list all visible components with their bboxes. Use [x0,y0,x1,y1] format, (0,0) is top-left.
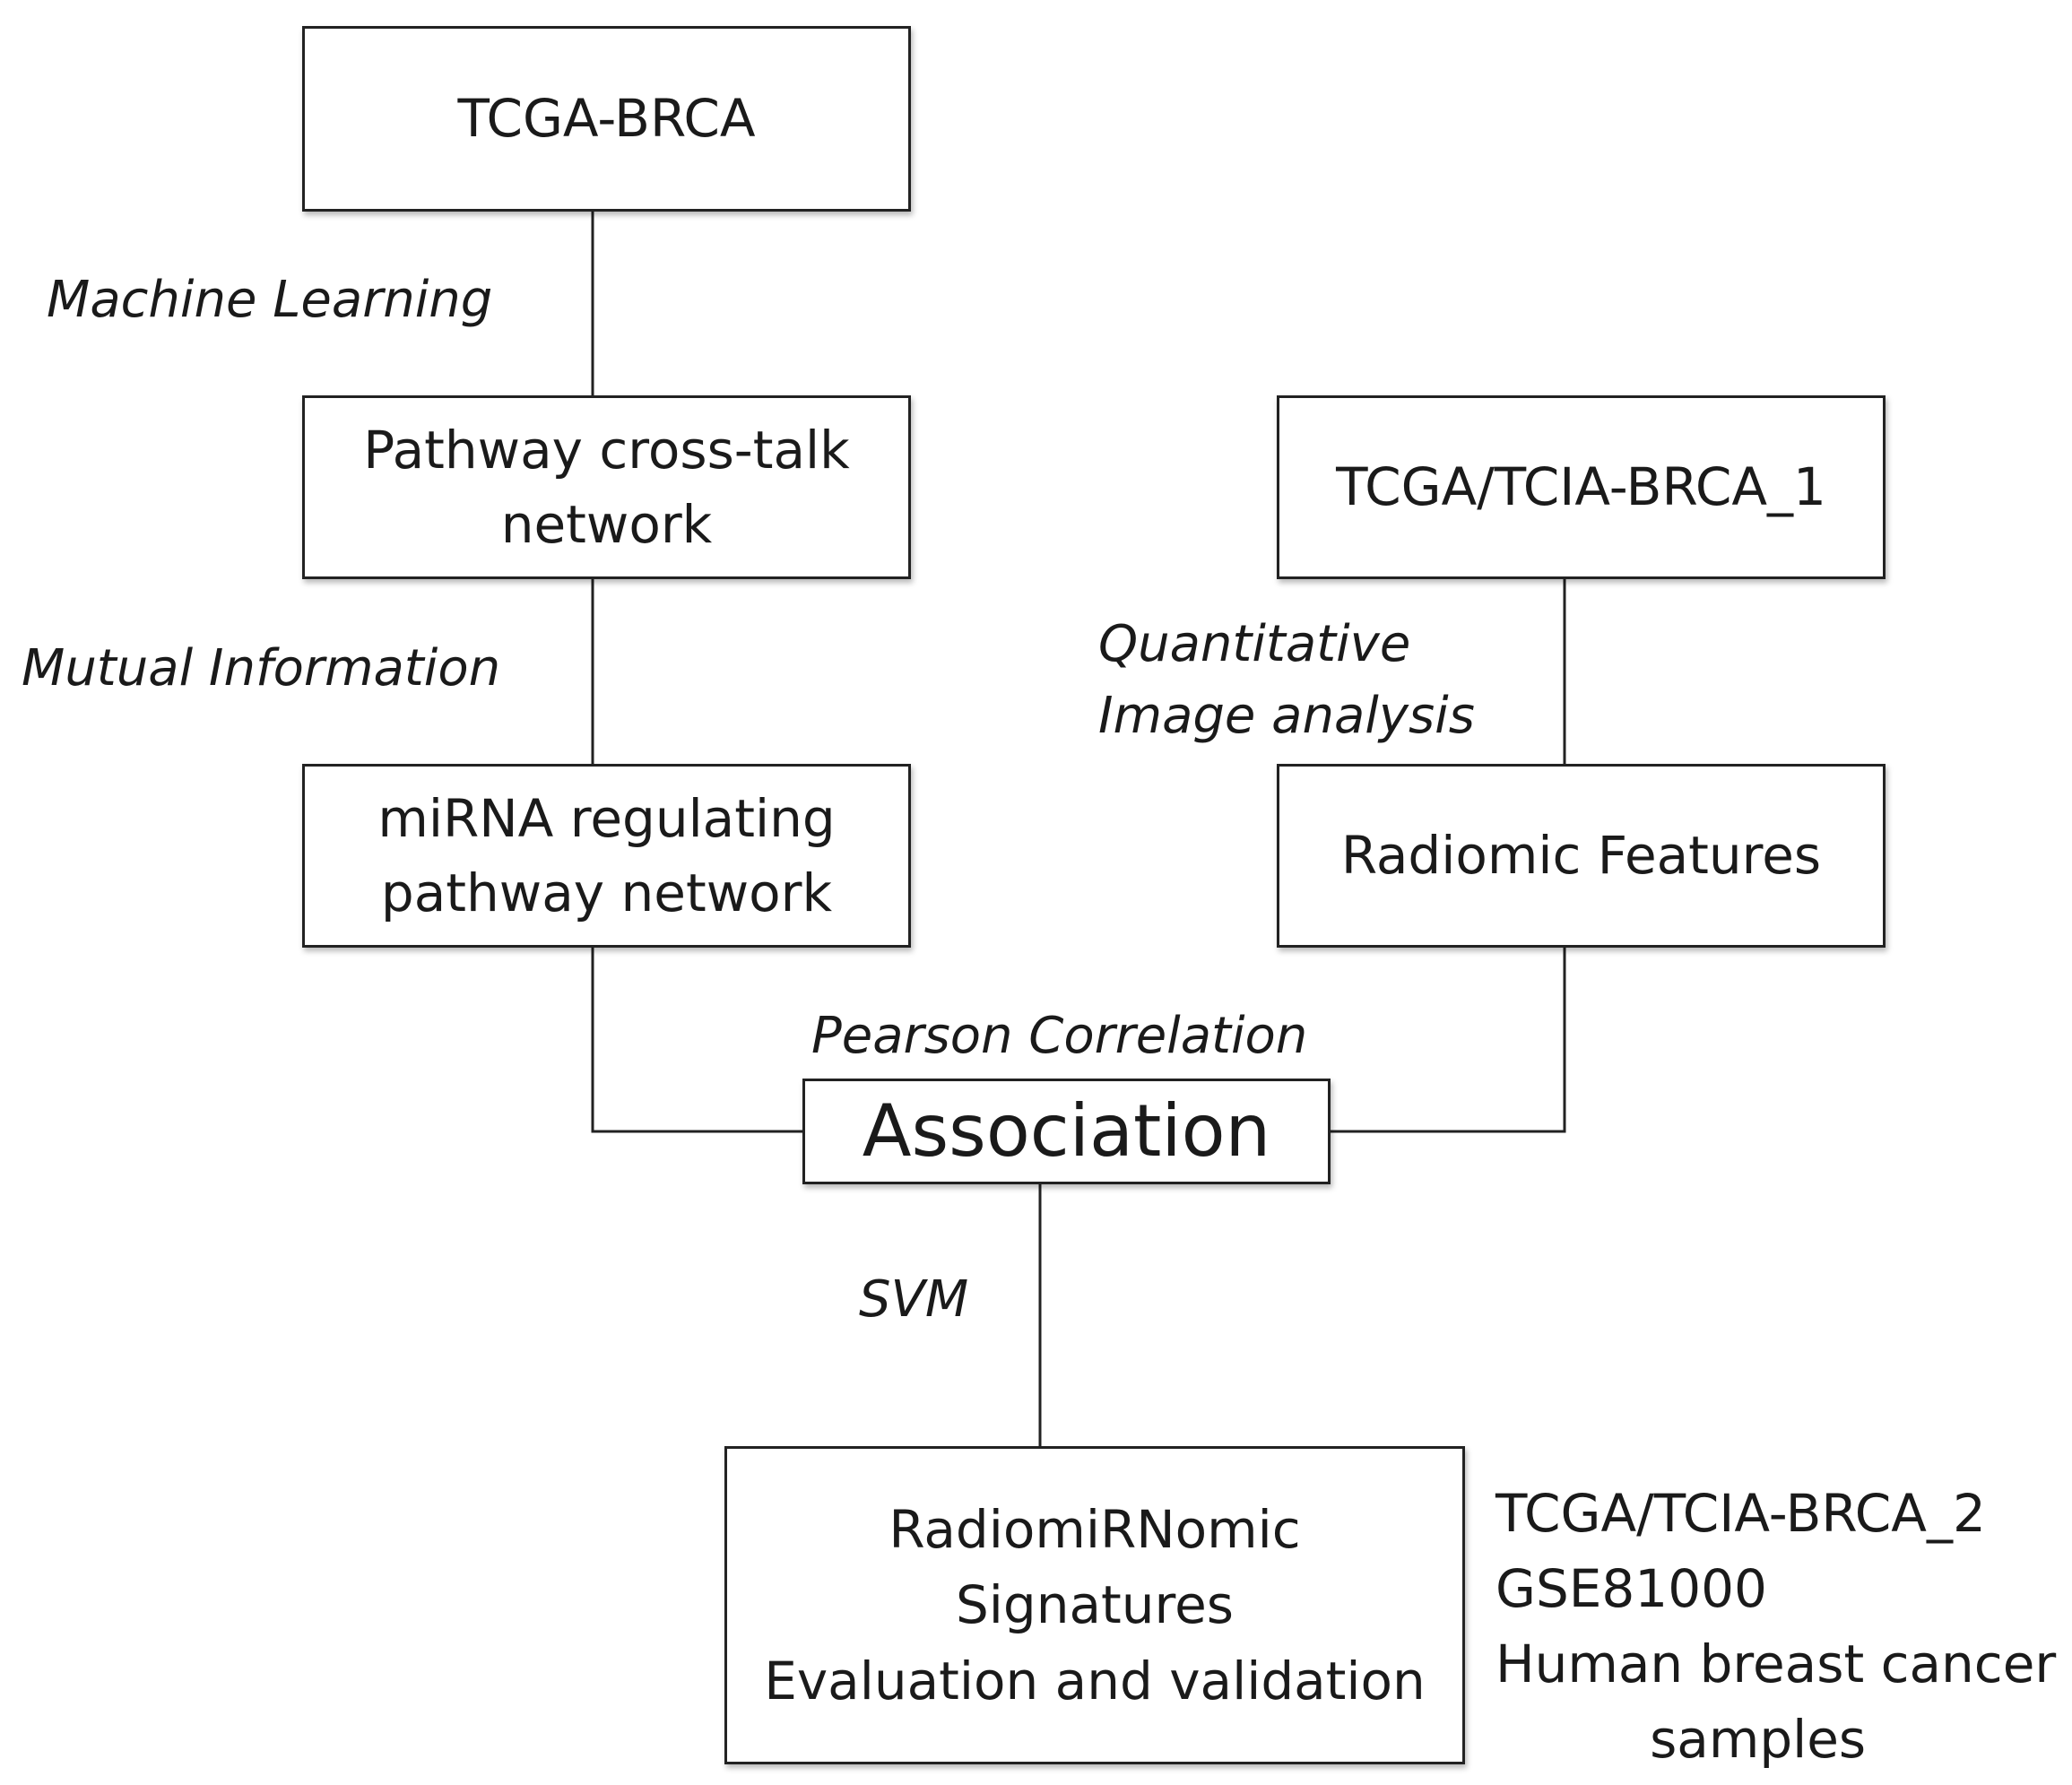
mutual-information-label: Mutual Information [22,633,500,705]
radiomirnomic-text-line-1: RadiomiRNomic [889,1499,1301,1561]
validation-dataset-line-3: Human breast cancer [1495,1633,2057,1695]
svm-text: SVM [859,1270,969,1329]
radiomirnomic-signatures-box: RadiomiRNomic Signatures Evaluation and … [724,1446,1465,1764]
pathway-crosstalk-text-line-1: Pathway cross-talk [363,420,850,481]
edge-radiomic-to-association [1331,948,1566,1133]
association-box: Association [802,1079,1331,1184]
quantitative-text-line-1: Quantitative [1098,615,1411,673]
radiomirnomic-text-line-2: Signatures [955,1574,1235,1636]
machine-learning-label: Machine Learning [47,264,492,336]
validation-dataset-line-1: TCGA/TCIA-BRCA_2 [1495,1483,1986,1544]
machine-learning-text: Machine Learning [47,271,493,329]
pathway-crosstalk-box: Pathway cross-talk network [302,395,911,579]
svm-label: SVM [859,1264,968,1336]
tcga-tcia-brca-1-text: TCGA/TCIA-BRCA_1 [1336,456,1826,518]
pearson-correlation-label: Pearson Correlation [811,1001,1307,1072]
pearson-correlation-text: Pearson Correlation [811,1007,1308,1065]
mirna-regulating-text-line-2: pathway network [380,862,833,923]
pathway-crosstalk-text-line-2: network [500,493,713,555]
association-text: Association [862,1089,1271,1173]
tcga-tcia-brca-1-box: TCGA/TCIA-BRCA_1 [1277,395,1886,579]
tcga-brca-text: TCGA-BRCA [457,88,756,150]
radiomic-features-text: Radiomic Features [1340,825,1822,887]
mirna-regulating-text-line-1: miRNA regulating [377,788,836,850]
tcga-brca-box: TCGA-BRCA [302,26,911,212]
validation-dataset-line-4: samples [1650,1709,1867,1771]
radiomirnomic-text-line-3: Evaluation and validation [764,1650,1426,1711]
radiomic-features-box: Radiomic Features [1277,764,1886,948]
mutual-information-text: Mutual Information [22,639,501,698]
quantitative-image-analysis-label: Quantitative Image analysis [1098,609,1475,751]
mirna-regulating-box: miRNA regulating pathway network [302,764,911,948]
validation-dataset-line-2: GSE81000 [1495,1558,1767,1620]
quantitative-text-line-2: Image analysis [1098,686,1475,745]
edge-mirna-to-association [591,948,802,1133]
validation-datasets-note: TCGA/TCIA-BRCA_2 GSE81000 Human breast c… [1495,1476,2056,1777]
